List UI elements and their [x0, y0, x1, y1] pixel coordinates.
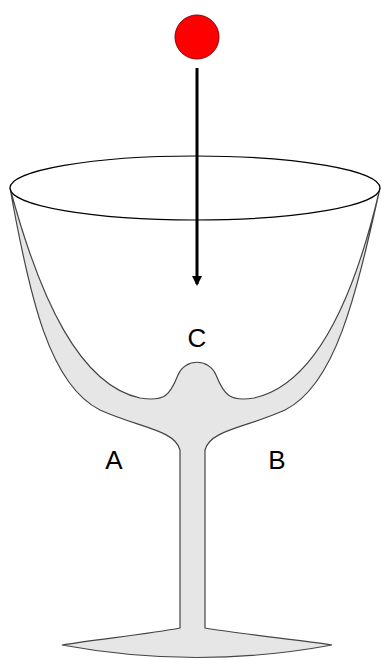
point-label: C [188, 325, 207, 351]
point-label: B [268, 447, 285, 473]
point-label: A [105, 447, 122, 473]
glass-body [10, 188, 380, 658]
red-ball [175, 15, 219, 59]
fall-arrow [196, 68, 199, 284]
glass-rim [10, 156, 380, 220]
